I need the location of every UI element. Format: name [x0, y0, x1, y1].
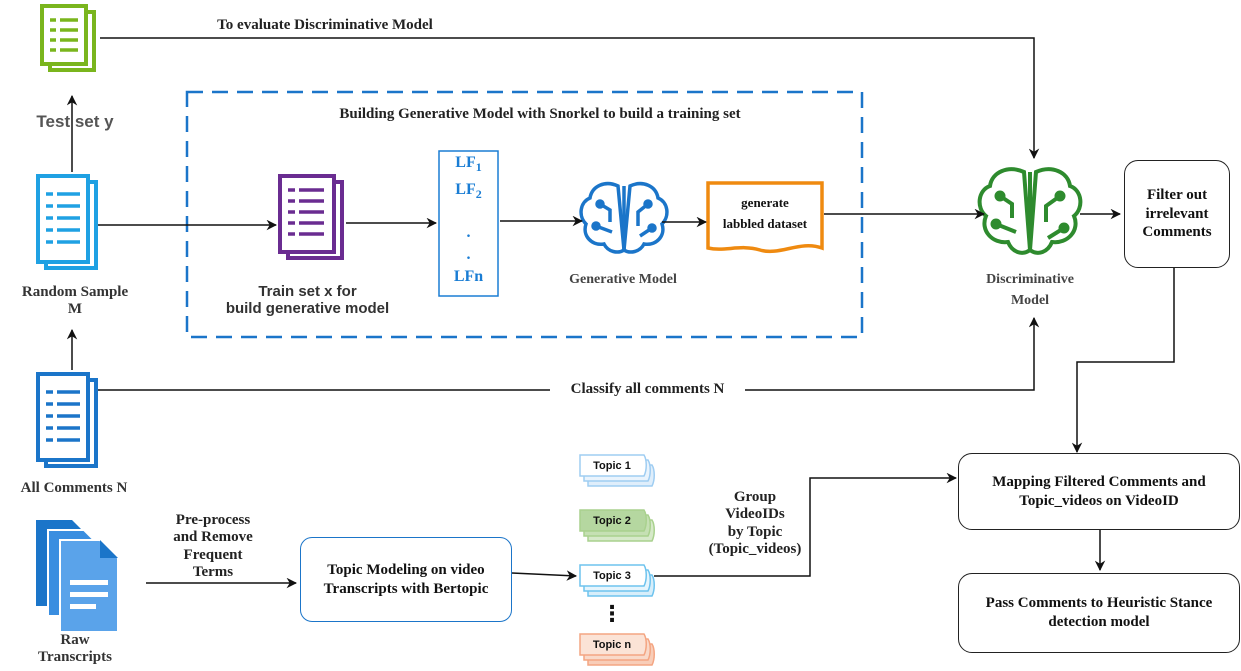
labelled-dataset-shape	[706, 181, 824, 253]
topic-2-stack	[579, 509, 655, 542]
lf-dot-1: .	[466, 224, 471, 241]
random-sample-line-1: Random Sample	[21, 284, 129, 300]
classify-connector	[98, 316, 1040, 391]
snorkel-title: Building Generative Model with Snorkel t…	[339, 106, 741, 122]
labeling-functions-box	[438, 150, 499, 297]
topic-modeling-to-topics-connector	[511, 570, 578, 581]
evaluate-connector	[100, 37, 1040, 160]
lf-dot-2: .	[466, 246, 471, 263]
test-set-label: Test set y	[36, 112, 114, 131]
pass-comments-box: Pass Comments to Heuristic Stance detect…	[958, 573, 1240, 653]
random-sample-line-2: M	[67, 301, 83, 318]
topic-2-label: Topic 2	[593, 515, 631, 527]
raw-transcripts-file-icon	[36, 520, 119, 633]
lf2-text: LF	[455, 181, 476, 198]
group-line-1: Group	[733, 489, 777, 505]
generate-line-2: labbled dataset	[722, 215, 808, 231]
preprocess-line-1: Pre-process	[175, 512, 251, 528]
snorkel-region	[185, 90, 864, 339]
train-set-label: Train set x for build generative model	[220, 283, 395, 318]
discriminative-brain-icon	[977, 167, 1083, 255]
topic-3-stack	[579, 564, 655, 597]
group-videoids-label: Group VideoIDs by Topic (Topic_videos)	[695, 489, 815, 558]
group-line-2: VideoIDs	[725, 506, 785, 523]
classify-label: Classify all comments N	[550, 381, 745, 399]
all-comments-label: All Comments N	[20, 480, 128, 496]
lf-list: LF1 LF2 . . LFn	[439, 154, 498, 290]
train-set-line-1: Train set x for	[258, 283, 357, 300]
topics-to-mapping-connector	[654, 472, 958, 577]
raw-line-2: Transcripts	[38, 649, 112, 666]
raw-transcripts-label: Raw Transcripts	[10, 632, 140, 667]
discriminative-line-1: Discriminative	[986, 272, 1074, 287]
preprocess-label: Pre-process and Remove Frequent Terms	[152, 512, 274, 581]
topic-1-label: Topic 1	[593, 460, 631, 472]
topic-3-label: Topic 3	[593, 570, 631, 582]
generate-dataset-label: generate labbled dataset	[708, 195, 822, 232]
topic-n-stack	[579, 633, 655, 666]
lf2-item: LF2	[439, 181, 498, 208]
topic-1-stack	[579, 454, 655, 487]
mapping-box: Mapping Filtered Comments and Topic_vide…	[958, 453, 1240, 530]
topic-ellipsis: ⋮	[601, 601, 623, 626]
evaluate-label: To evaluate Discriminative Model	[170, 17, 480, 35]
lf1-item: LF1	[439, 154, 498, 181]
train-set-document-icon	[278, 174, 344, 260]
group-line-4: (Topic_videos)	[708, 540, 802, 557]
train-set-line-2: build generative model	[225, 300, 390, 318]
filter-to-mapping-connector	[1071, 268, 1175, 454]
random-sample-label: Random Sample M	[0, 284, 150, 319]
discriminative-line-2: Model	[1010, 293, 1050, 309]
all-comments-document-icon	[36, 372, 98, 468]
generative-brain-icon	[579, 181, 669, 254]
group-line-3: by Topic	[727, 523, 783, 540]
lf1-sub: 1	[475, 160, 482, 175]
random-sample-document-icon	[36, 174, 98, 270]
test-set-document-icon	[40, 4, 96, 72]
preprocess-line-4: Terms	[192, 563, 234, 580]
lfn-item: LFn	[453, 268, 484, 285]
raw-line-1: Raw	[60, 632, 90, 648]
lf1-text: LF	[455, 154, 476, 171]
discriminative-model-label: Discriminative Model	[960, 272, 1100, 309]
preprocess-line-3: Frequent	[183, 546, 243, 563]
topic-n-label: Topic n	[592, 639, 632, 651]
generative-model-label: Generative Model	[569, 272, 677, 287]
lf2-sub: 2	[475, 187, 482, 202]
generate-line-1: generate	[741, 195, 789, 210]
topic-modeling-box: Topic Modeling on video Transcripts with…	[300, 537, 512, 622]
preprocess-line-2: and Remove	[173, 529, 253, 546]
filter-comments-box: Filter out irrelevant Comments	[1124, 160, 1230, 268]
